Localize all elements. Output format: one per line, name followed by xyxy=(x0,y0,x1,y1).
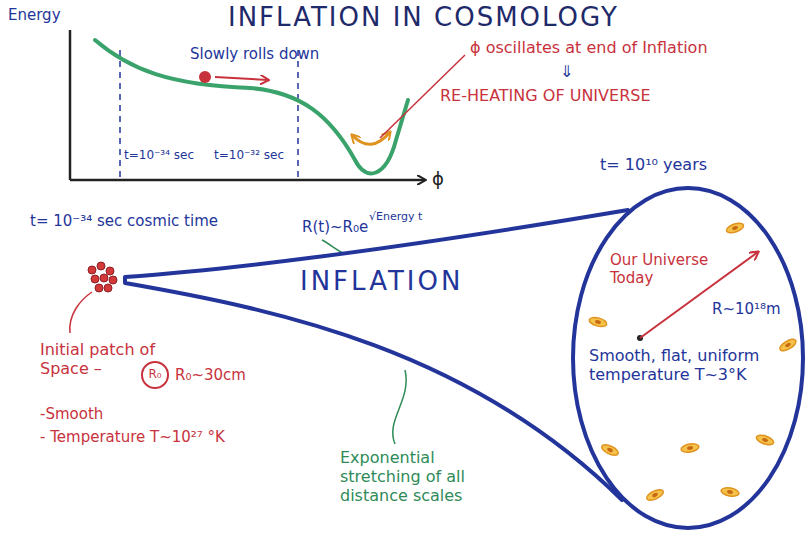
leader-line xyxy=(393,370,406,444)
circle-body: Smooth, flat, uniform temperature T~3°K xyxy=(589,346,779,384)
time-label: t= 10⁻³⁴ sec cosmic time xyxy=(30,212,218,230)
rolling-ball xyxy=(199,71,211,83)
roll-arrow xyxy=(215,77,268,80)
circle-heading: Our Universe Today xyxy=(610,251,728,287)
leader-line xyxy=(70,292,92,333)
axis-label: ϕ xyxy=(432,168,444,190)
formula-exponent: √Energy t xyxy=(369,210,422,223)
annotation: RE-HEATING OF UNIVERSE xyxy=(440,86,651,105)
initial-patch-dots xyxy=(88,262,117,292)
time-label: t= 10¹⁰ years xyxy=(600,155,707,174)
radius-symbol: R₀ xyxy=(141,367,169,381)
patch-circle: R₀ xyxy=(141,361,169,389)
time-label: t=10⁻³⁴ sec xyxy=(124,148,194,162)
energy-axes xyxy=(70,30,425,180)
annotation: ϕ oscillates at end of Inflation xyxy=(470,38,708,57)
annotation: Slowly rolls down xyxy=(190,45,319,63)
annotation: Initial patch of Space – xyxy=(40,340,172,378)
annotation: Exponential stretching of all distance s… xyxy=(340,448,510,506)
radius-label: R~10¹⁸m xyxy=(712,300,781,318)
universe-circle: Our Universe TodayR~10¹⁸mSmooth, flat, u… xyxy=(571,186,805,530)
time-label: t=10⁻³² sec xyxy=(214,148,284,162)
funnel-label: INFLATION xyxy=(300,266,463,297)
title: INFLATION IN COSMOLOGY xyxy=(228,2,619,33)
formula: R(t)~R₀e xyxy=(302,218,368,236)
potential-curve xyxy=(95,40,408,173)
arrow-symbol: ⇓ xyxy=(560,62,573,81)
annotation: R₀~30cm xyxy=(175,366,246,384)
axis-label: Energy xyxy=(8,6,61,24)
annotation: -Smooth xyxy=(40,405,103,423)
annotation: - Temperature T~10²⁷ °K xyxy=(40,428,225,446)
